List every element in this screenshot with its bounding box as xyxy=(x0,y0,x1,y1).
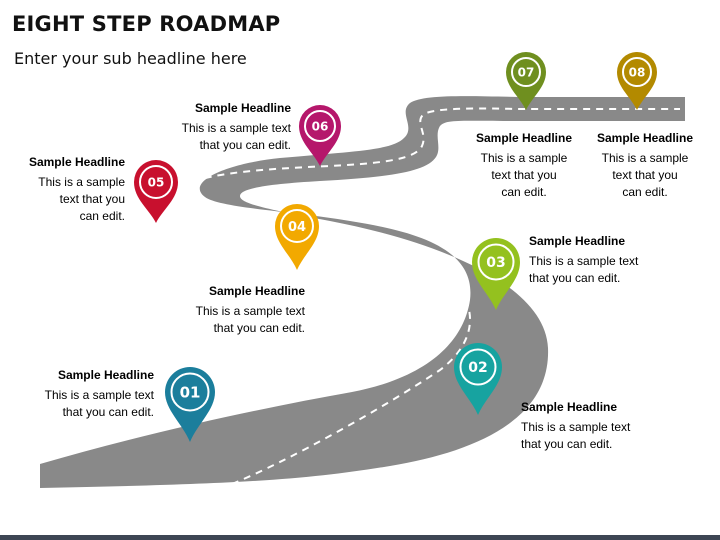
step-03-text: Sample Headline This is a sample text th… xyxy=(529,233,720,287)
page-title: EIGHT STEP ROADMAP xyxy=(12,12,281,36)
step-01-headline: Sample Headline xyxy=(57,368,154,382)
step-04-headline: Sample Headline xyxy=(208,284,305,298)
step-06-text: Sample Headline This is a sample text th… xyxy=(91,100,291,154)
pin-05-ring xyxy=(139,165,173,199)
road-surface xyxy=(40,96,685,488)
pin-05-label: 05 xyxy=(148,176,165,190)
step-08-body: This is a sample text that you can edit. xyxy=(601,151,689,199)
road xyxy=(40,96,685,488)
step-06-headline: Sample Headline xyxy=(194,101,291,115)
pin-07-label: 07 xyxy=(518,66,535,80)
pin-step-06: 06 xyxy=(299,105,341,166)
step-02-text: Sample Headline This is a sample text th… xyxy=(521,399,720,453)
road-center-line xyxy=(178,107,680,485)
step-08-text: Sample Headline This is a sample text th… xyxy=(545,130,720,201)
pin-06-ring xyxy=(304,110,336,142)
step-03-body: This is a sample text that you can edit. xyxy=(529,254,639,285)
pin-04-ring xyxy=(280,209,314,243)
pin-08-label: 08 xyxy=(629,66,646,80)
step-02-body: This is a sample text that you can edit. xyxy=(521,420,631,451)
pin-step-03: 03 xyxy=(472,238,520,310)
step-07-headline: Sample Headline xyxy=(475,131,573,145)
pin-02-label: 02 xyxy=(468,360,487,376)
step-03-headline: Sample Headline xyxy=(529,234,626,248)
pin-01-label: 01 xyxy=(180,384,201,402)
pin-02-ring xyxy=(459,348,497,386)
step-07-body: This is a sample text that you can edit. xyxy=(480,151,568,199)
step-05-text: Sample Headline This is a sample text th… xyxy=(0,154,125,225)
pin-04-label: 04 xyxy=(288,220,306,235)
step-02-headline: Sample Headline xyxy=(521,400,618,414)
step-01-text: Sample Headline This is a sample text th… xyxy=(0,367,154,421)
step-04-body: This is a sample text that you can edit. xyxy=(195,304,305,335)
pin-01-ring xyxy=(170,372,210,412)
pin-step-05: 05 xyxy=(134,160,178,223)
step-04-text: Sample Headline This is a sample text th… xyxy=(105,283,305,337)
step-06-body: This is a sample text that you can edit. xyxy=(181,121,291,152)
pin-step-02: 02 xyxy=(454,343,502,415)
step-pins: 01 02 03 04 05 06 07 xyxy=(134,52,657,442)
pin-06-label: 06 xyxy=(312,120,329,134)
page-subtitle: Enter your sub headline here xyxy=(14,49,247,68)
step-08-headline: Sample Headline xyxy=(596,131,694,145)
pin-08-ring xyxy=(622,57,652,87)
pin-step-08: 08 xyxy=(617,52,657,110)
pin-07-ring xyxy=(511,57,541,87)
pin-03-ring xyxy=(477,243,515,281)
pin-03-label: 03 xyxy=(486,255,505,271)
step-05-headline: Sample Headline xyxy=(28,155,125,169)
step-05-body: This is a sample text that you can edit. xyxy=(38,175,125,223)
pin-step-04: 04 xyxy=(275,204,319,270)
pin-step-07: 07 xyxy=(506,52,546,110)
pin-step-01: 01 xyxy=(165,367,215,442)
step-01-body: This is a sample text that you can edit. xyxy=(44,388,154,419)
footer-bar xyxy=(0,535,720,540)
step-07-text: Sample Headline This is a sample text th… xyxy=(424,130,624,201)
